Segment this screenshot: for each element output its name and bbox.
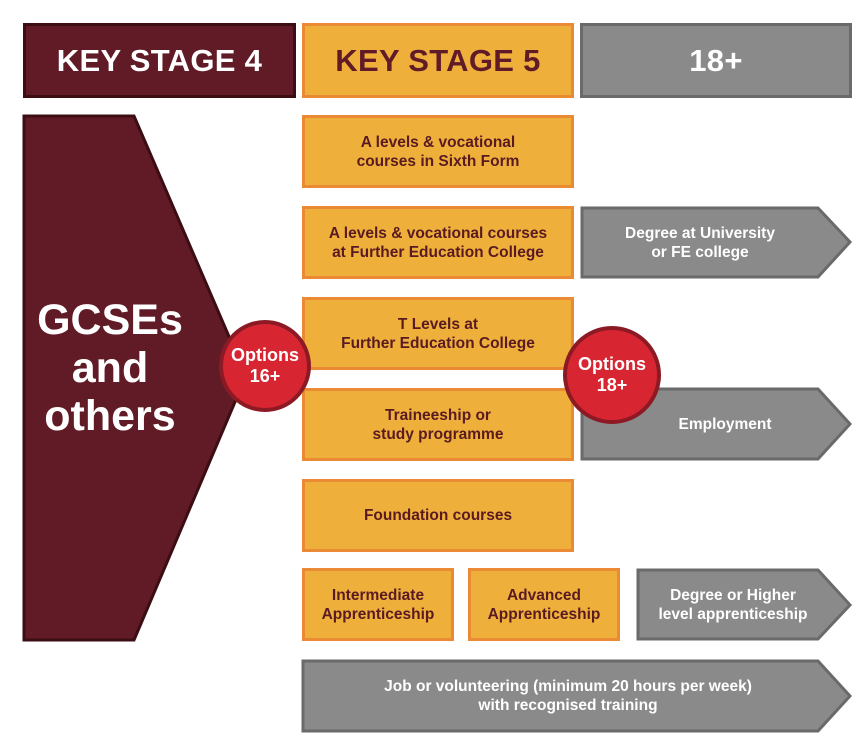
intermediate-apprenticeship-box: Intermediate Apprenticeship [302,568,454,641]
ks5-option-label: Traineeship or study programme [372,406,504,443]
advanced-apprenticeship-box: Advanced Apprenticeship [468,568,620,641]
degree-university-label: Degree at University or FE college [625,224,775,261]
ks5-option-traineeship: Traineeship or study programme [302,388,574,461]
gcse-arrow-polygon [22,114,248,642]
ks5-option-label: Foundation courses [363,507,513,524]
ks5-option-sixth-form: A levels & vocational courses in Sixth F… [302,115,574,188]
header-key-stage-4: KEY STAGE 4 [23,23,296,98]
header-key-stage-5: KEY STAGE 5 [302,23,574,98]
header-key-stage-5-label: KEY STAGE 5 [335,42,541,78]
ks5-option-t-levels: T Levels at Further Education College [302,297,574,370]
job-volunteering-arrow: Job or volunteering (minimum 20 hours pe… [303,661,833,731]
job-volunteering-label: Job or volunteering (minimum 20 hours pe… [384,678,752,714]
gcse-label: GCSEs and others [37,296,183,440]
degree-university-arrow: Degree at University or FE college [582,208,818,277]
ks5-option-label: A levels & vocational courses in Sixth F… [356,133,520,170]
ks5-option-label: A levels & vocational courses at Further… [328,224,548,261]
employment-arrow: Employment [582,389,860,459]
ks5-option-fe-college: A levels & vocational courses at Further… [302,206,574,279]
header-18-plus: 18+ [580,23,852,98]
employment-label: Employment [678,415,772,433]
ks5-option-foundation: Foundation courses [302,479,574,552]
ks5-option-label: T Levels at Further Education College [341,315,535,352]
degree-university-arrow-polygon [580,206,853,279]
higher-apprenticeship-arrow: Degree or Higher level apprenticeship [638,570,828,639]
header-18-plus-label: 18+ [689,42,743,78]
options-18-plus-badge: Options 18+ [563,326,661,424]
intermediate-apprenticeship-label: Intermediate Apprenticeship [321,586,435,623]
higher-apprenticeship-label: Degree or Higher level apprenticeship [658,586,808,623]
advanced-apprenticeship-label: Advanced Apprenticeship [487,586,601,623]
job-volunteering-arrow-polygon [301,659,853,733]
header-key-stage-4-label: KEY STAGE 4 [56,42,263,78]
options-18-plus-label: Options 18+ [578,354,646,395]
higher-apprenticeship-arrow-polygon [636,568,853,641]
options-16-plus-label: Options 16+ [231,345,299,386]
options-16-plus-badge: Options 16+ [219,320,311,412]
